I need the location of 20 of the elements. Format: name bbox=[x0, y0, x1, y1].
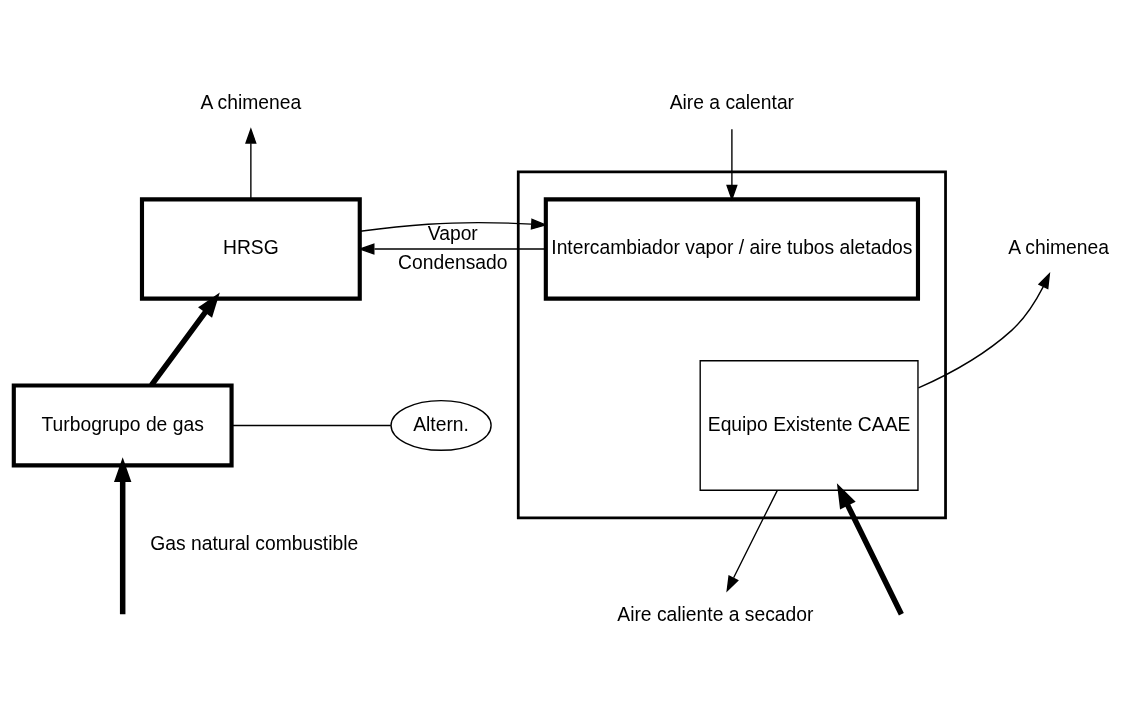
node-text: Aire caliente a secador bbox=[617, 603, 814, 625]
arrow bbox=[245, 127, 257, 200]
node-box: Equipo Existente CAAE bbox=[699, 360, 919, 491]
node-text: Aire a calentar bbox=[669, 92, 795, 114]
node-box: Turbogrupo de gas bbox=[11, 383, 234, 468]
edge-label: Condensado bbox=[398, 251, 508, 273]
arrow bbox=[113, 457, 132, 615]
arrow bbox=[917, 272, 1051, 389]
edge-label: Vapor bbox=[427, 222, 478, 244]
cluster bbox=[516, 170, 947, 520]
arrow bbox=[726, 489, 778, 593]
node-box: Intercambiador vapor / aire tubos aletados bbox=[543, 197, 921, 301]
node-text: A chimenea bbox=[200, 92, 302, 114]
node-box: HRSG bbox=[139, 197, 362, 301]
connector bbox=[231, 424, 392, 427]
edge-label: Gas natural combustible bbox=[150, 533, 359, 555]
arrow bbox=[836, 483, 904, 616]
node-text: A chimenea bbox=[1008, 237, 1109, 259]
arrow bbox=[149, 292, 220, 387]
node-ellipse: Altern. bbox=[390, 399, 492, 451]
